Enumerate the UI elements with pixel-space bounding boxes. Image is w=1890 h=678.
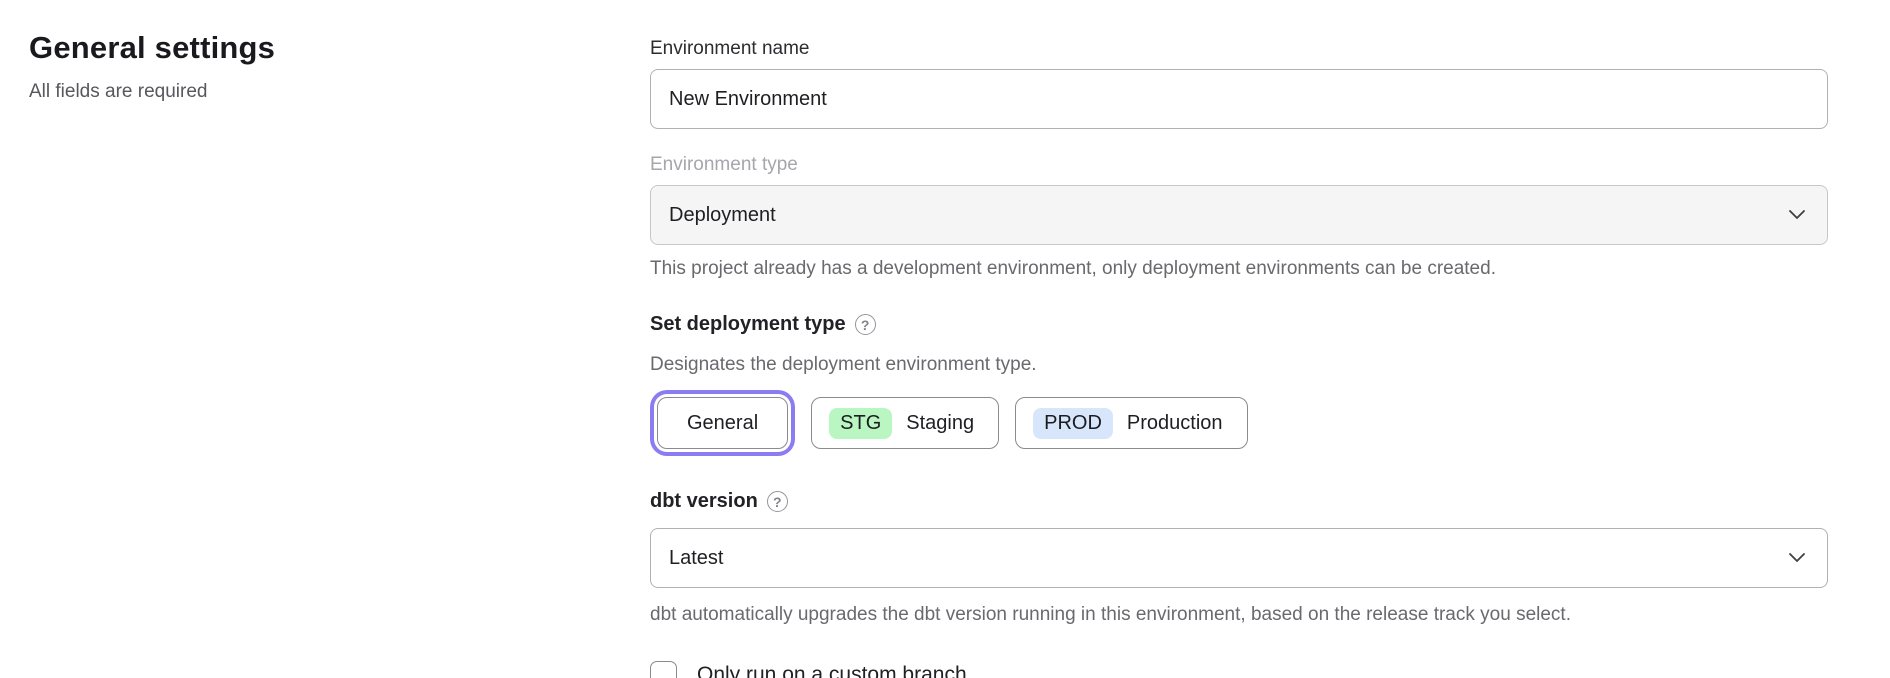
environment-type-helper: This project already has a development e… [650,258,1496,279]
production-badge: PROD [1033,407,1113,439]
environment-type-select: Deployment [650,185,1828,245]
deployment-type-heading: Set deployment type ? [650,313,1828,336]
chevron-down-icon [1789,210,1805,219]
dbt-version-heading-text: dbt version [650,490,758,512]
deployment-type-general-button[interactable]: General [657,397,789,449]
dbt-version-value: Latest [669,546,724,569]
custom-branch-checkbox[interactable] [650,661,677,678]
help-icon[interactable]: ? [854,314,876,335]
deployment-type-staging-label: Staging [906,411,975,434]
custom-branch-label: Only run on a custom branch [697,662,967,678]
environment-name-label: Environment name [650,38,810,59]
deployment-type-production-label: Production [1126,411,1223,434]
deployment-type-production-button[interactable]: PROD Production [1015,397,1248,449]
dbt-version-heading: dbt version ? [650,490,1828,513]
help-icon[interactable]: ? [766,491,788,512]
page-subtitle: All fields are required [29,81,208,102]
staging-badge: STG [829,407,893,439]
deployment-type-helper: Designates the deployment environment ty… [650,354,1037,375]
deployment-type-heading-text: Set deployment type [650,313,846,335]
deployment-type-options: General STG Staging PROD Production [650,390,1828,456]
environment-name-input[interactable] [650,69,1828,129]
page-title: General settings [29,30,276,65]
settings-intro: General settings All fields are required [0,30,650,678]
chevron-down-icon [1789,553,1805,562]
custom-branch-row: Only run on a custom branch [650,661,1828,678]
dbt-version-helper: dbt automatically upgrades the dbt versi… [650,604,1571,625]
environment-type-label: Environment type [650,154,798,175]
deployment-type-staging-button[interactable]: STG Staging [811,397,1000,449]
dbt-version-select[interactable]: Latest [650,528,1828,588]
environment-form: Environment name Environment type Deploy… [650,30,1828,678]
deployment-type-general-label: General [687,411,759,434]
environment-type-value: Deployment [669,203,776,226]
